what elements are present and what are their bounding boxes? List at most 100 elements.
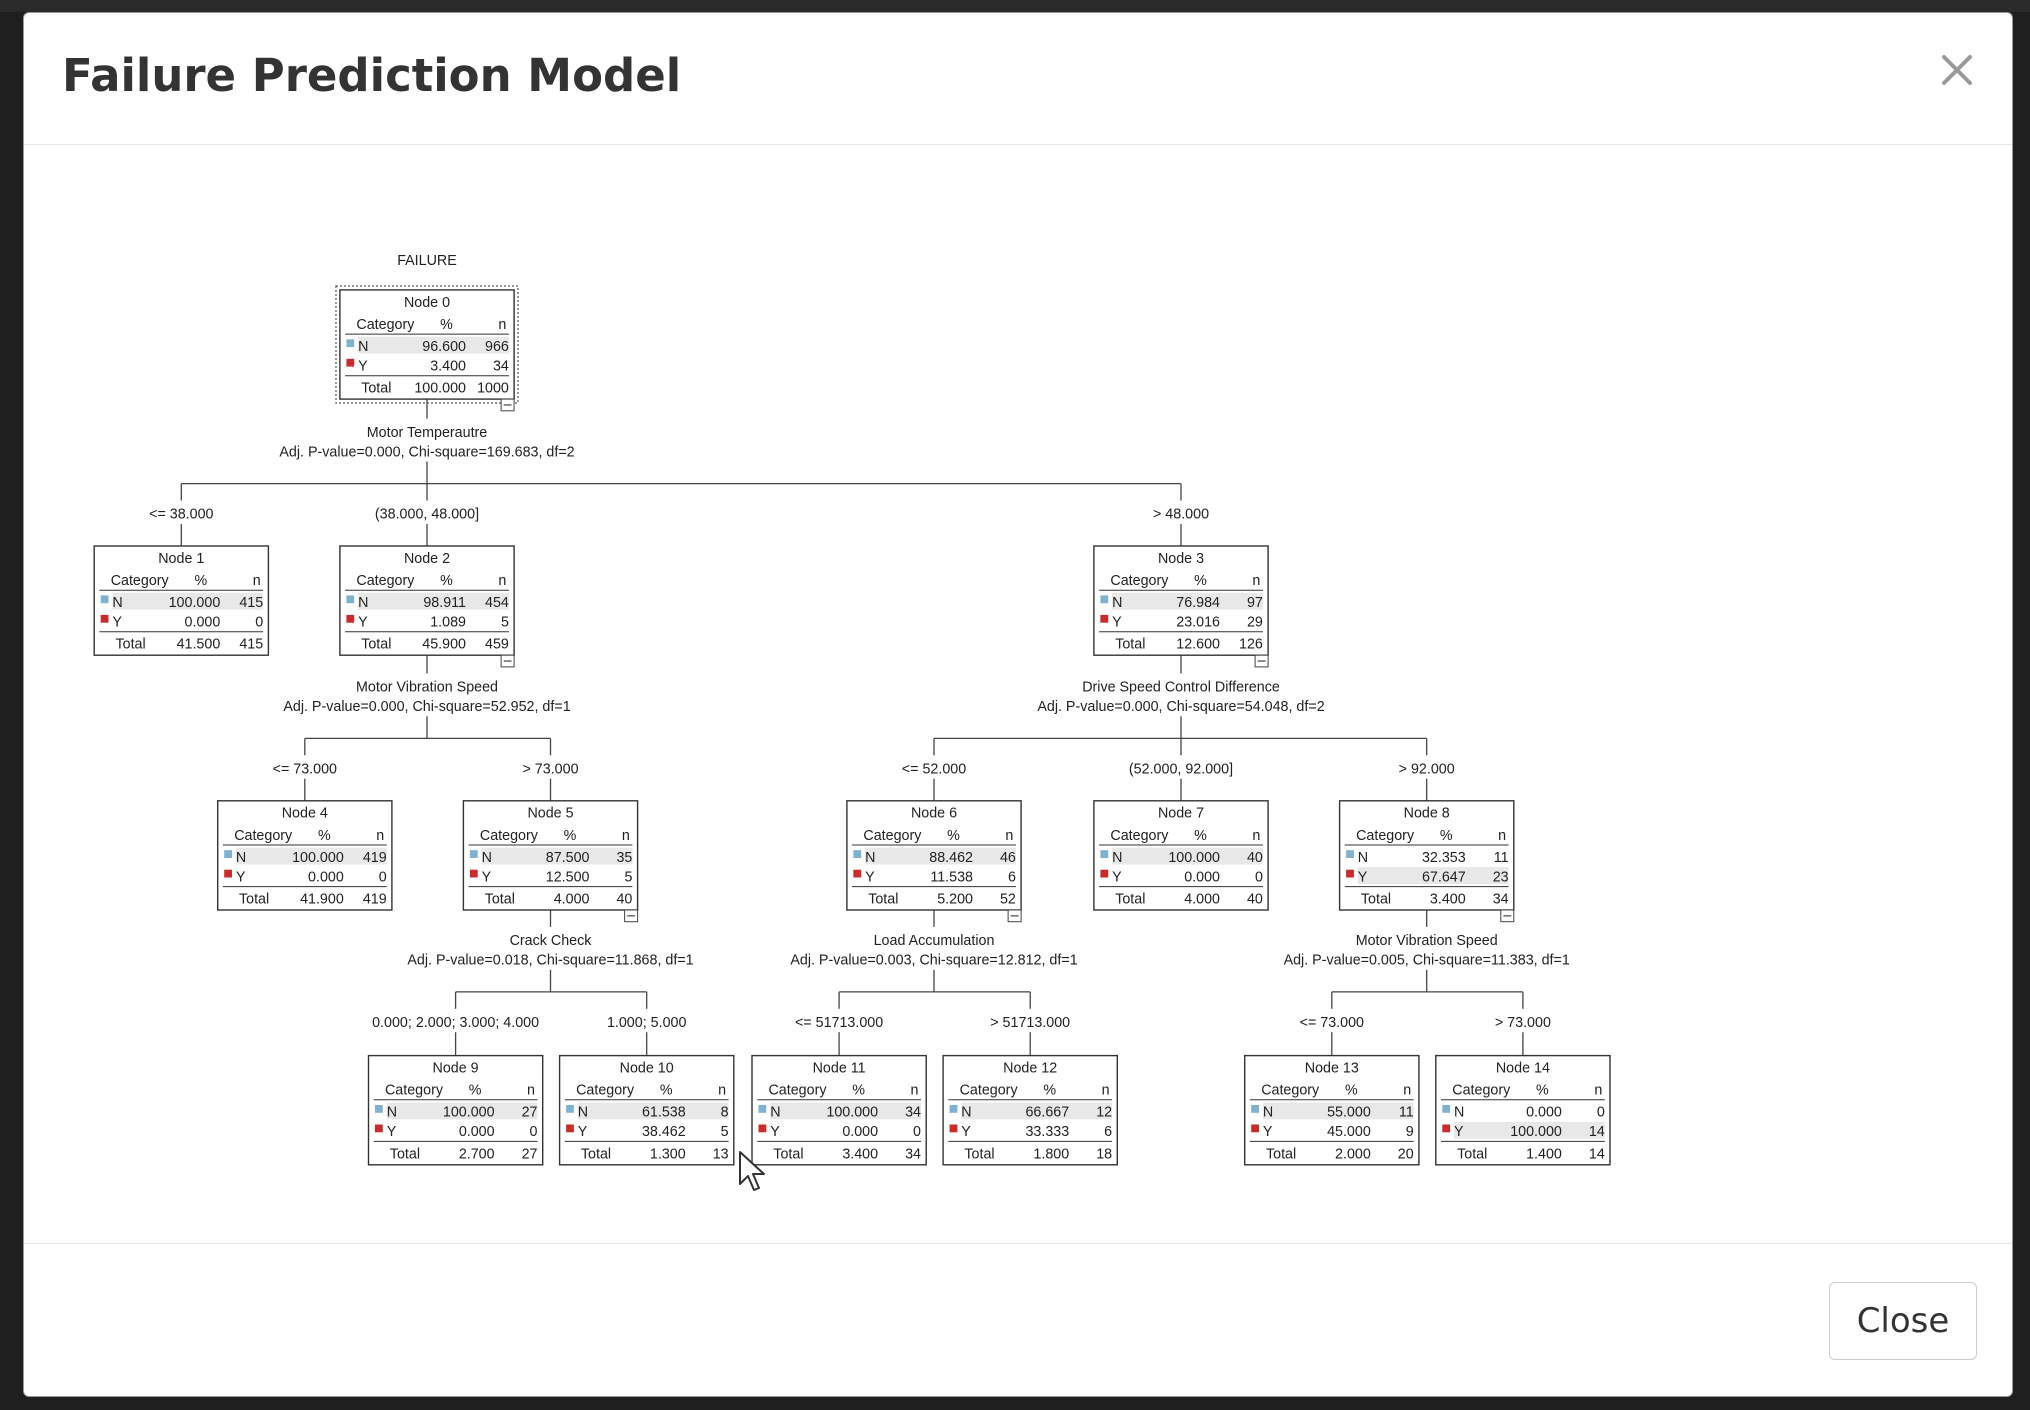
col-header-percent: % (440, 317, 453, 333)
row-highlight (358, 592, 509, 610)
collapse-toggle-icon[interactable] (1500, 909, 1515, 923)
category-swatch-y (375, 1124, 383, 1133)
node-box (1338, 800, 1515, 911)
row-category: Y (770, 1124, 780, 1140)
row-n: 9 (1406, 1124, 1414, 1140)
node-title: Node 10 (620, 1061, 674, 1077)
branch-label: <= 51713.000 (795, 1015, 883, 1031)
node-title: Node 14 (1496, 1061, 1550, 1077)
total-label: Total (390, 1146, 420, 1162)
collapse-toggle-icon[interactable] (500, 654, 515, 668)
col-header-category: Category (1356, 828, 1415, 844)
row-percent: 0.000 (459, 1124, 495, 1140)
node-title: Node 8 (1404, 806, 1450, 822)
col-header-n: n (527, 1083, 535, 1099)
collapse-toggle-icon[interactable] (1254, 654, 1269, 668)
branch-label: <= 52.000 (902, 762, 966, 778)
col-header-n: n (622, 828, 630, 844)
node-title: Node 4 (282, 806, 328, 822)
total-percent: 3.400 (1430, 892, 1466, 908)
row-category: Y (387, 1124, 397, 1140)
row-n: 0 (530, 1124, 538, 1140)
total-percent: 1.300 (650, 1146, 686, 1162)
total-label: Total (1115, 892, 1145, 908)
category-swatch-y (758, 1124, 767, 1133)
total-label: Total (1361, 892, 1391, 908)
total-label: Total (361, 637, 391, 653)
page-backdrop (0, 0, 2030, 12)
split-stats-label: Adj. P-value=0.005, Chi-square=11.383, d… (1284, 953, 1570, 969)
split-stats-label: Adj. P-value=0.018, Chi-square=11.868, d… (407, 953, 693, 969)
row-percent: 0.000 (308, 869, 344, 885)
split-stats-label: Adj. P-value=0.000, Chi-square=54.048, d… (1037, 699, 1324, 715)
row-highlight (1357, 867, 1509, 884)
total-percent: 2.000 (1335, 1146, 1371, 1162)
collapse-toggle-icon[interactable] (624, 909, 639, 923)
node-title: Node 5 (527, 806, 573, 822)
col-header-category: Category (356, 317, 415, 333)
node-title: Node 9 (433, 1061, 479, 1077)
row-category: N (961, 1105, 971, 1121)
row-n: 419 (363, 850, 387, 866)
row-n: 11 (1494, 850, 1509, 866)
close-button[interactable]: Close (1829, 1282, 1977, 1360)
col-header-category: Category (960, 1083, 1019, 1099)
category-swatch-n (346, 595, 355, 604)
category-swatch-y (469, 869, 478, 878)
col-header-category: Category (576, 1083, 635, 1099)
category-swatch-n (566, 1105, 574, 1113)
col-header-n: n (1403, 1083, 1411, 1099)
total-label: Total (239, 892, 269, 908)
category-swatch-n (758, 1105, 767, 1113)
close-icon-button[interactable] (1928, 41, 1986, 99)
total-label: Total (868, 892, 898, 908)
row-n: 5 (501, 615, 509, 631)
row-percent: 76.984 (1176, 595, 1220, 611)
total-n: 34 (905, 1146, 921, 1162)
node-title: Node 2 (404, 551, 450, 567)
total-percent: 41.900 (300, 892, 344, 908)
col-header-percent: % (1043, 1083, 1056, 1099)
split-variable-label: Load Accumulation (874, 933, 995, 949)
category-swatch-n (224, 850, 232, 858)
row-percent: 100.000 (1168, 850, 1220, 866)
row-percent: 0.000 (1526, 1105, 1562, 1121)
row-highlight (865, 847, 1016, 865)
total-n: 40 (1247, 892, 1263, 908)
row-n: 97 (1247, 595, 1263, 611)
total-percent: 2.700 (459, 1146, 495, 1162)
category-swatch-y (566, 1124, 574, 1133)
row-percent: 61.538 (642, 1105, 686, 1121)
row-highlight (1454, 1121, 1605, 1139)
row-category: Y (1112, 615, 1122, 631)
category-swatch-n (1100, 595, 1109, 604)
collapse-toggle-icon[interactable] (500, 398, 515, 412)
total-percent: 100.000 (414, 381, 466, 397)
row-percent: 45.000 (1327, 1124, 1371, 1140)
branch-label: (38.000, 48.000] (375, 507, 479, 523)
collapse-toggle-icon[interactable] (1007, 909, 1022, 923)
col-header-percent: % (469, 1083, 482, 1099)
total-percent: 3.400 (842, 1146, 878, 1162)
row-percent: 87.500 (546, 850, 590, 866)
total-percent: 41.500 (177, 637, 221, 653)
category-swatch-y (100, 614, 109, 623)
